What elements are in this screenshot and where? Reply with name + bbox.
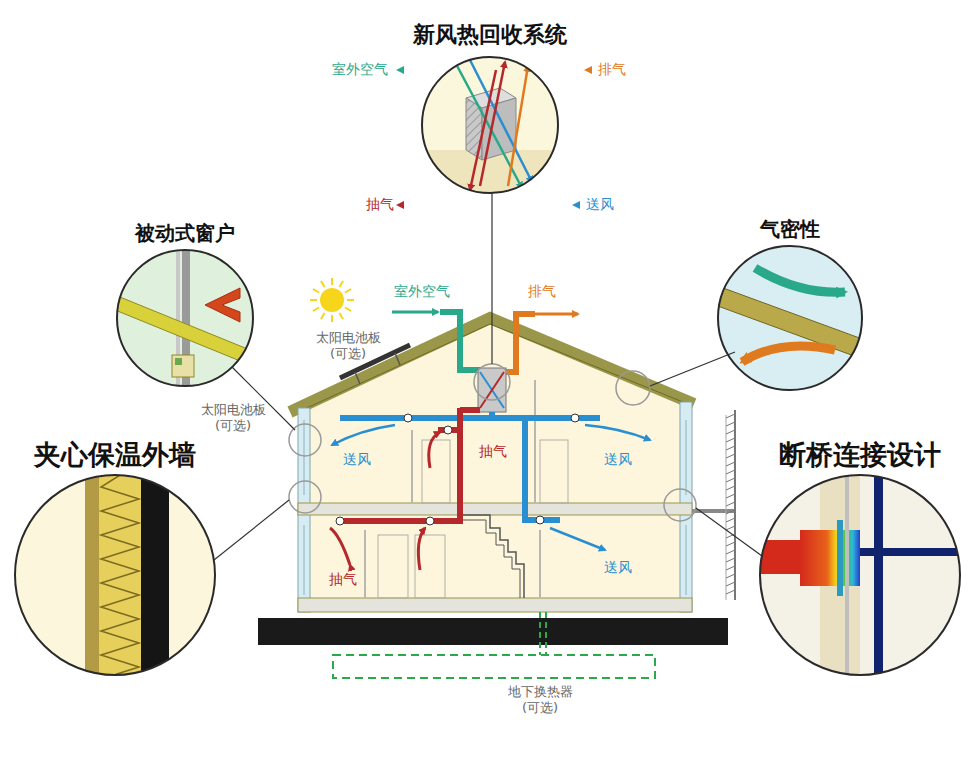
callout-heading: 断桥连接设计 (779, 439, 941, 471)
callout-circle (115, 248, 255, 388)
air-label: 送风 (343, 451, 371, 469)
air-label: 排气 (598, 61, 626, 79)
callout-circle (716, 244, 864, 392)
airtight-callout: 气密性 (716, 217, 864, 392)
air-label: 抽气 (366, 196, 394, 214)
air-label: 排气 (528, 283, 556, 301)
callout-heading: 新风热回收系统 (413, 22, 567, 48)
callout-circle (758, 473, 962, 677)
callout-circle (13, 473, 217, 677)
callout-heading: 气密性 (760, 217, 820, 241)
callout-circle (420, 55, 560, 195)
part-label: 地下换热器 (可选) (498, 684, 581, 717)
air-label: 送风 (604, 559, 632, 577)
air-label: 抽气 (479, 443, 507, 461)
air-label: 抽气 (329, 571, 357, 589)
wall-callout: 夹心保温外墙 (13, 439, 217, 677)
air-label: 送风 (604, 451, 632, 469)
air-label: 送风 (586, 196, 614, 214)
window-callout: 被动式窗户 (115, 221, 255, 388)
bridge-callout: 断桥连接设计 (758, 439, 962, 677)
callout-heading: 被动式窗户 (135, 221, 235, 245)
hrv-callout: 新风热回收系统 (408, 22, 572, 195)
air-label: 室外空气 (332, 61, 388, 79)
air-label: 室外空气 (394, 283, 450, 301)
callout-heading: 夹心保温外墙 (34, 439, 196, 471)
part-label: 太阳电池板 (可选) (198, 402, 268, 435)
part-label: 太阳电池板 (可选) (313, 330, 383, 363)
